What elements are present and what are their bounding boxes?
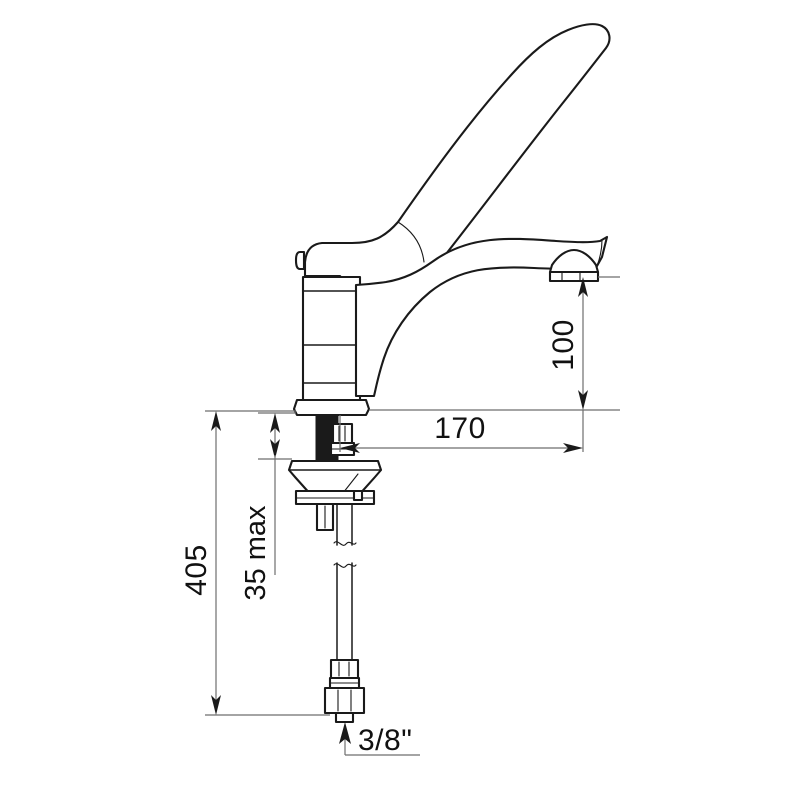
arrow-head-down [578, 390, 588, 410]
arrow-head-up [339, 722, 351, 744]
hose-ferrule [328, 658, 361, 690]
tail-piece [315, 502, 335, 532]
dimension-label-spout-reach: 170 [434, 412, 486, 445]
dimension-label-connection-thread: 3/8" [358, 724, 412, 757]
dimension-spout-height: 100 [369, 276, 620, 411]
handle-index-cap [294, 250, 306, 271]
dimension-label-spout-height: 100 [547, 319, 580, 371]
aerator-outlet [548, 248, 600, 283]
dimension-connection-thread: 3/8" [339, 722, 420, 757]
mounting-flange [287, 459, 383, 506]
arrow-head-up [211, 411, 221, 431]
hose-connection-nut [323, 686, 366, 724]
dimension-overall-length: 405 [180, 410, 330, 716]
flexible-hose-upper [333, 503, 357, 546]
dimension-label-deck-thickness: 35 max [240, 505, 272, 601]
arrow-head-up [270, 413, 280, 433]
arrow-head-left [340, 443, 360, 453]
flexible-hose-lower [333, 562, 357, 663]
shank-lock-stud [329, 422, 356, 457]
arrow-head-up [578, 277, 588, 297]
arrow-head-down [270, 439, 280, 459]
arrow-head-right [563, 443, 583, 453]
dimension-spout-reach: 170 [339, 410, 584, 453]
dimension-label-overall-length: 405 [180, 544, 213, 596]
body-base-collar [292, 398, 371, 417]
cartridge-body [301, 275, 362, 410]
dimension-annotations: 100 170 35 max [180, 276, 620, 757]
arrow-head-down [211, 695, 221, 715]
dimension-deck-thickness: 35 max [240, 412, 296, 601]
product-geometry [287, 23, 611, 724]
